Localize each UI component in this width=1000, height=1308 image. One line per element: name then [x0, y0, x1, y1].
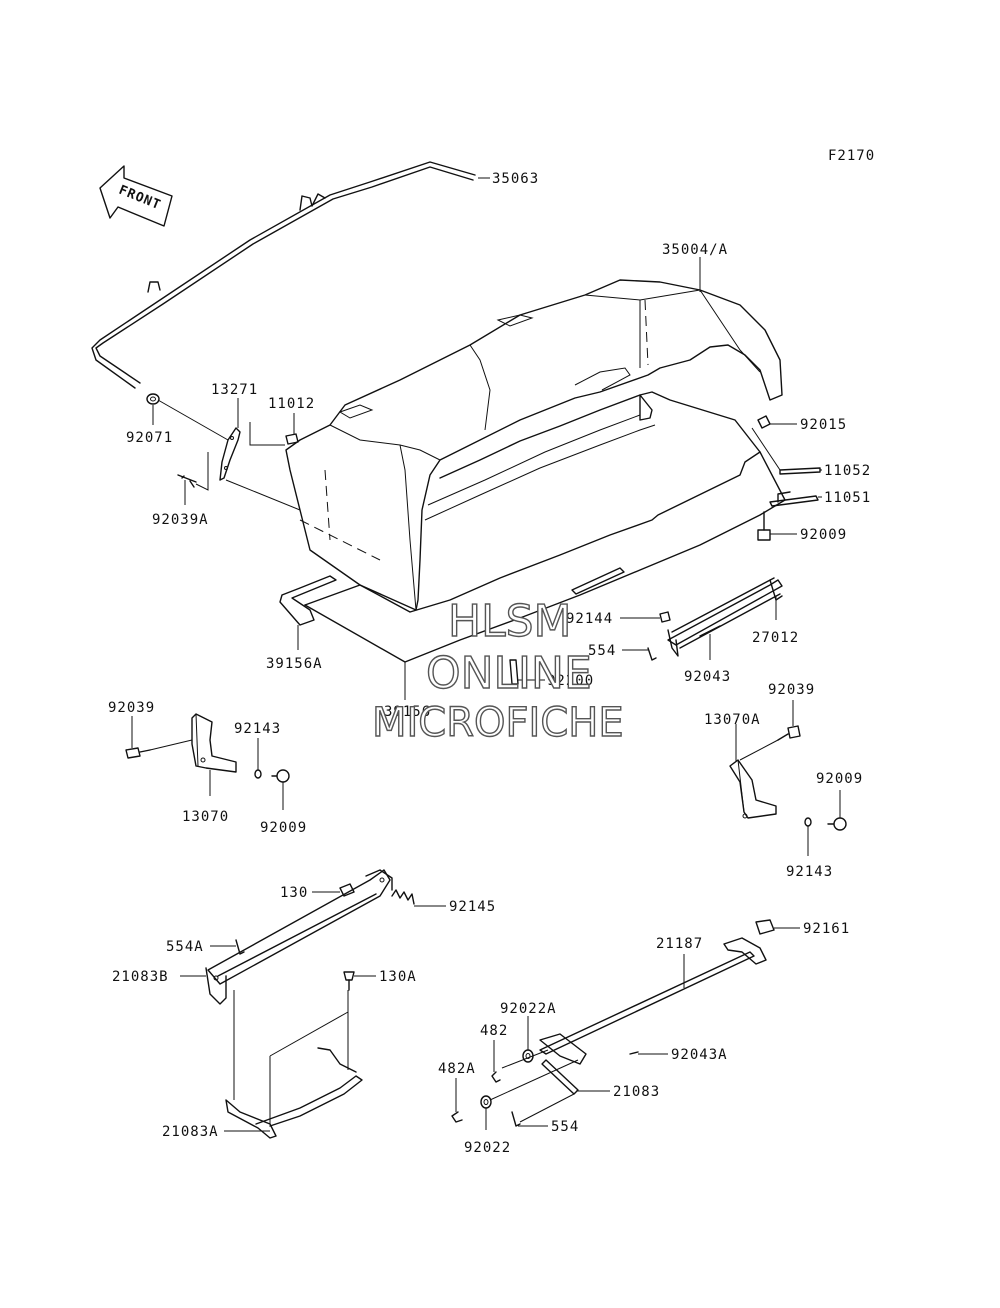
callout-92022a: 92022A [500, 1001, 557, 1017]
callout-482a: 482A [438, 1061, 476, 1077]
figure-code: F2170 [828, 148, 875, 164]
callout-92009-top: 92009 [800, 527, 847, 543]
callout-39156a: 39156A [266, 656, 323, 672]
callout-21083a: 21083A [162, 1124, 219, 1140]
front-arrow-icon: FRONT [99, 165, 173, 227]
rod-21187 [539, 937, 767, 1065]
pin-554-bottom [511, 1111, 521, 1127]
shaft-21083 [541, 1059, 579, 1095]
linkage-21083b [205, 869, 393, 1005]
callout-27012: 27012 [752, 630, 799, 646]
rod-35063 [91, 161, 476, 389]
callout-92145: 92145 [449, 899, 496, 915]
ring-482a [451, 1111, 463, 1123]
callout-92144: 92144 [566, 611, 613, 627]
clip-92161 [755, 919, 775, 935]
pad-11012 [285, 433, 299, 445]
bolt-92039-right [777, 725, 801, 741]
bracket-13070a [729, 759, 777, 819]
callout-13070: 13070 [182, 809, 229, 825]
callout-130a: 130A [379, 969, 417, 985]
washer-92143-left [254, 769, 262, 779]
watermark-line1: HLSM [448, 596, 572, 647]
callout-92143-left: 92143 [234, 721, 281, 737]
washer-92071 [146, 393, 160, 405]
plate-11051 [769, 491, 819, 507]
callout-21083: 21083 [613, 1084, 660, 1100]
callout-35063: 35063 [492, 171, 539, 187]
callout-554a: 554A [166, 939, 204, 955]
callout-11051: 11051 [824, 490, 871, 506]
callout-92009-left: 92009 [260, 820, 307, 836]
callout-13070a: 13070A [704, 712, 761, 728]
bolt-92039-left [125, 747, 151, 759]
callout-92039-left: 92039 [108, 700, 155, 716]
pin-554a [235, 939, 245, 955]
callout-11012: 11012 [268, 396, 315, 412]
washer-92022 [480, 1095, 492, 1109]
bolt-92009-left [271, 769, 290, 783]
callout-92161: 92161 [803, 921, 850, 937]
callout-92009-right: 92009 [816, 771, 863, 787]
ring-482 [491, 1071, 501, 1083]
linkage-21083a [225, 990, 363, 1139]
left-bracket-13271 [219, 427, 241, 481]
watermark-line2: ONLINE [426, 648, 592, 699]
callout-92043a: 92043A [671, 1047, 728, 1063]
bolt-92009-right [827, 817, 847, 831]
callout-21187: 21187 [656, 936, 703, 952]
bracket-13070 [191, 713, 237, 773]
callout-92200: 92200 [547, 673, 594, 689]
callout-11052: 11052 [824, 463, 871, 479]
pin-92039a [177, 474, 197, 488]
callout-92039-right: 92039 [768, 682, 815, 698]
callout-35004a: 35004/A [662, 242, 728, 258]
callout-92022: 92022 [464, 1140, 511, 1156]
callout-92071: 92071 [126, 430, 173, 446]
callout-39156: 39156 [384, 704, 431, 720]
callout-130: 130 [280, 885, 308, 901]
bolt-130a [343, 971, 355, 991]
watermark: HLSM ONLINE MICROFICHE [371, 595, 624, 746]
callout-92043: 92043 [684, 669, 731, 685]
callout-21083b: 21083B [112, 969, 169, 985]
callout-482: 482 [480, 1023, 508, 1039]
callout-554-top: 554 [588, 643, 616, 659]
callout-13271: 13271 [211, 382, 258, 398]
callout-92015: 92015 [800, 417, 847, 433]
plate-11052 [779, 467, 821, 475]
callout-554-bottom: 554 [551, 1119, 579, 1135]
spring-92145 [391, 889, 415, 905]
callout-92039a: 92039A [152, 512, 209, 528]
pin-554-top [647, 647, 657, 661]
pin-92043a [629, 1051, 639, 1055]
washer-92143-right [804, 817, 812, 827]
bolt-92009-top [757, 511, 771, 541]
watermark-line3: MICROFICHE [372, 700, 624, 746]
clip-92144 [659, 611, 671, 623]
callout-92143-right: 92143 [786, 864, 833, 880]
clip-nut-92015 [757, 415, 771, 429]
cover-seal-panel [279, 391, 786, 685]
cargo-bed-cover [285, 279, 783, 611]
bolt-130 [339, 883, 355, 897]
